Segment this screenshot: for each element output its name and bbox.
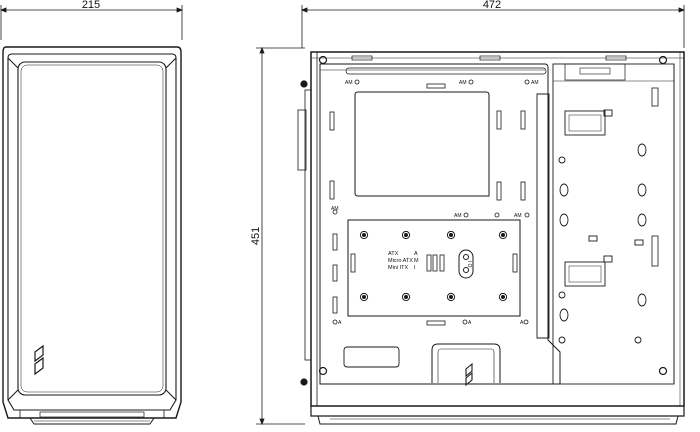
- front-glass-panel: [17, 61, 167, 396]
- drive-cage: [558, 109, 647, 344]
- svg-text:AM: AM: [531, 80, 539, 86]
- am-holes: [332, 79, 530, 325]
- form-factor-row-atx-name: ATX: [388, 251, 399, 257]
- dimension-width-front: [0, 5, 184, 40]
- svg-text:A: A: [338, 320, 342, 326]
- svg-text:A: A: [520, 320, 524, 326]
- svg-text:AM: AM: [459, 80, 467, 86]
- form-factor-row-matx-name: Micro ATX: [388, 258, 413, 264]
- dimension-depth-side: [300, 5, 686, 48]
- svg-text:AM: AM: [331, 206, 339, 212]
- dimension-height-label: 451: [250, 227, 262, 245]
- form-factor-table: ATX A Micro ATX M Mini ITX I: [388, 251, 419, 271]
- am-labels: AM AM AM AM AM AM A A A: [331, 80, 539, 326]
- form-factor-row-itx-code: I: [414, 265, 416, 271]
- svg-text:AM: AM: [454, 213, 462, 219]
- dimension-width-label: 215: [82, 0, 100, 11]
- dimension-height: [256, 46, 305, 426]
- motherboard-plate: [347, 219, 521, 317]
- svg-text:AM: AM: [514, 213, 522, 219]
- form-factor-row-matx-code: M: [414, 258, 419, 264]
- motherboard-standoffs: [359, 230, 508, 302]
- form-factor-row-itx-name: Mini ITX: [388, 265, 409, 271]
- brand-logo-front: [34, 344, 44, 376]
- brand-logo-side: [465, 362, 473, 387]
- side-view: [297, 51, 685, 425]
- dimension-depth-label: 472: [483, 0, 501, 11]
- io-grommet-label: I O: [466, 261, 472, 268]
- front-view: [2, 46, 182, 425]
- io-grommet: [458, 249, 474, 279]
- cable-slots: [329, 83, 526, 326]
- svg-text:AM: AM: [345, 80, 353, 86]
- svg-text:A: A: [468, 320, 472, 326]
- form-factor-row-atx-code: A: [414, 251, 418, 257]
